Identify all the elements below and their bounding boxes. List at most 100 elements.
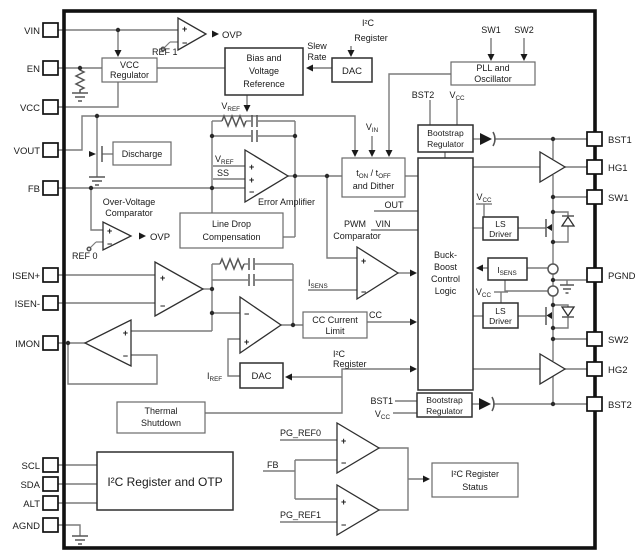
vref-top-label: VREF xyxy=(221,101,240,113)
pin-label-fb: FB xyxy=(28,184,40,195)
pin-vout xyxy=(42,142,59,158)
error-amplifier xyxy=(244,148,290,204)
ls-driver-bottom-l2: Driver xyxy=(489,316,512,326)
cc-limit-l2: Limit xyxy=(325,326,345,336)
pin-sda xyxy=(42,476,59,492)
fb-mid-label: FB xyxy=(267,460,279,470)
sw1-top-label: SW1 xyxy=(481,25,501,35)
pin-label-isen-plus: ISEN+ xyxy=(12,271,40,282)
pin-fb xyxy=(42,180,59,196)
cc-feedback-resistor xyxy=(219,256,245,272)
pin-bst2 xyxy=(586,396,603,412)
svg-text:+: + xyxy=(123,328,128,338)
pin-label-imon: IMON xyxy=(15,339,40,350)
svg-text:+: + xyxy=(160,273,165,283)
block-dac-bottom xyxy=(239,362,284,389)
pg-ref1-label: PG_REF1 xyxy=(280,510,321,520)
pg-ref0-label: PG_REF0 xyxy=(280,428,321,438)
i2c-top-l2: Register xyxy=(354,33,388,43)
dac-bottom-label: DAC xyxy=(251,371,271,382)
pin-isen-minus xyxy=(42,295,59,311)
block-i2c-register-otp xyxy=(96,451,234,511)
svg-text:+: + xyxy=(341,436,346,446)
over-voltage-comparator xyxy=(102,220,133,252)
svg-text:−: − xyxy=(107,239,112,249)
pll-l1: PLL and xyxy=(476,63,509,73)
vcc-regulator-l2: Regulator xyxy=(110,70,149,80)
pin-label-alt: ALT xyxy=(23,499,40,510)
block-pll-oscillator xyxy=(450,61,536,86)
svg-text:−: − xyxy=(182,38,187,48)
status-l2: Status xyxy=(462,482,488,492)
block-thermal-shutdown xyxy=(116,401,206,434)
ground-symbol-en xyxy=(72,92,88,102)
pin-label-vout: VOUT xyxy=(14,146,41,157)
left-pins xyxy=(42,22,59,533)
pin-agnd xyxy=(42,517,59,533)
current-sense-amp xyxy=(154,260,205,318)
pin-vcc xyxy=(42,99,59,115)
control-l1: Buck- xyxy=(434,250,457,260)
svg-text:−: − xyxy=(341,520,346,530)
pwm-l1: PWM xyxy=(344,219,366,229)
block-ls-driver-bottom xyxy=(482,302,519,329)
ls-driver-top-l1: LS xyxy=(495,219,506,229)
imon-buffer-amp xyxy=(83,318,132,368)
block-cc-current-limit xyxy=(302,311,368,339)
ref0-label: REF 0 xyxy=(72,251,98,261)
sw2-top-label: SW2 xyxy=(514,25,534,35)
pin-label-agnd: AGND xyxy=(13,521,41,532)
svg-text:+: + xyxy=(361,256,366,266)
i2c-top-l1: I²C xyxy=(362,18,374,28)
pin-pgnd xyxy=(586,267,603,283)
bst2-top-label: BST2 xyxy=(412,90,435,100)
pin-scl xyxy=(42,457,59,473)
control-l4: Logic xyxy=(435,286,457,296)
block-ton-toff-dither xyxy=(341,157,406,198)
pg-comparator-1 xyxy=(336,483,381,537)
svg-text:−: − xyxy=(160,301,165,311)
hg2-driver xyxy=(539,352,567,386)
ref1-label: REF 1 xyxy=(152,47,178,57)
svg-text:+: + xyxy=(107,226,112,236)
ton-toff-l2: and Dither xyxy=(353,181,395,191)
ss-label: SS xyxy=(217,168,229,178)
vcc-bs1-label: VCC xyxy=(449,90,465,102)
control-l3: Control xyxy=(431,274,460,284)
svg-text:+: + xyxy=(249,162,254,172)
pin-label-bst2: BST2 xyxy=(608,400,632,411)
hg1-driver xyxy=(539,150,567,184)
vcc-bs2-label: VCC xyxy=(375,409,391,421)
fet1 xyxy=(545,219,552,237)
component-symbols xyxy=(72,46,576,545)
i2c-mid-l2: Register xyxy=(333,359,367,369)
isens-pwm-label: ISENS xyxy=(308,278,328,290)
pin-label-sw1: SW1 xyxy=(608,193,629,204)
ovc-l1: Over-Voltage xyxy=(103,197,156,207)
vref-amp-label: VREF xyxy=(215,154,234,166)
ls-driver-top-l2: Driver xyxy=(489,229,512,239)
error-amp-label: Error Amplifier xyxy=(258,197,315,207)
fet2 xyxy=(545,307,552,325)
pin-label-scl: SCL xyxy=(22,461,40,472)
block-ls-driver-top xyxy=(482,216,519,241)
pin-alt xyxy=(42,495,59,511)
bias-l1: Bias and xyxy=(246,53,281,63)
bootstrap-top-l2: Regulator xyxy=(427,139,464,149)
dac-top-label: DAC xyxy=(342,66,362,77)
sense-tap-top xyxy=(547,263,559,275)
block-isens xyxy=(487,257,528,281)
block-bias-voltage-reference xyxy=(224,47,304,96)
svg-text:+: + xyxy=(244,337,249,347)
signal-labels: OVP REF 1 Slew Rate I²C Register SW1 SW2… xyxy=(72,18,534,520)
pin-label-vcc: VCC xyxy=(20,103,40,114)
cc-limit-l1: CC Current xyxy=(312,315,358,325)
otp-label: I²C Register and OTP xyxy=(107,475,222,489)
ground-symbol-pgnd xyxy=(560,284,574,294)
status-l1: I²C Register xyxy=(451,469,499,479)
pwm-l2: Comparator xyxy=(333,231,381,241)
slew-l1: Slew xyxy=(307,41,327,51)
pin-sw2 xyxy=(586,331,603,347)
block-buck-boost-control-logic xyxy=(417,157,474,391)
block-dac-top xyxy=(331,57,373,83)
